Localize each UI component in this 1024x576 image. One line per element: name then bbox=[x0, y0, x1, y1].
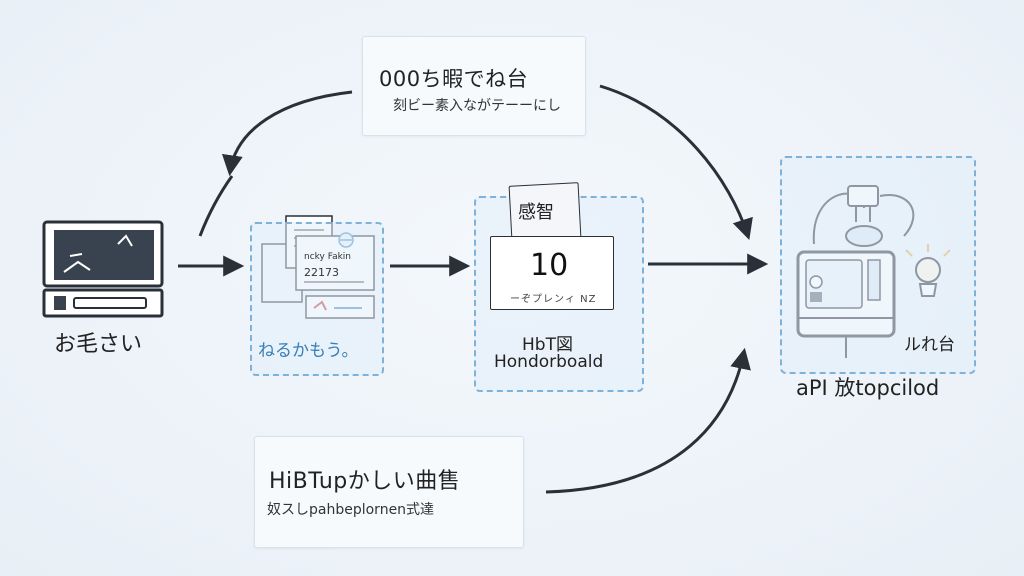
top-note-title: 000ち暇でね台 bbox=[379, 67, 529, 91]
document-text-line2: 22173 bbox=[304, 266, 339, 279]
arrow-topnote-to-device bbox=[221, 90, 353, 177]
api-label: aPI 放topcilod bbox=[796, 376, 940, 400]
top-note-subtitle: 刻ビー素入ながテーーにし bbox=[393, 98, 561, 114]
dashboard-label-line2: Hondorboald bbox=[494, 352, 604, 372]
line-device-to-topnote bbox=[198, 175, 234, 237]
dashboard-card bbox=[490, 236, 614, 310]
bottom-note-title: HiBTupかしい曲售 bbox=[269, 469, 461, 494]
documents-label: ねるかもう。 bbox=[258, 341, 359, 361]
api-node bbox=[780, 156, 976, 374]
device-icon bbox=[42, 220, 164, 318]
dashboard-label-line1: HbT図 bbox=[522, 335, 573, 355]
device-label: お毛さい bbox=[54, 332, 143, 357]
documents-node bbox=[250, 222, 384, 376]
dashboard-card-title: 感智 bbox=[518, 202, 554, 223]
document-text-line1: ncky Fakin bbox=[304, 252, 352, 262]
bottom-note-subtitle: 奴スしpahbeplornen式達 bbox=[267, 502, 435, 518]
api-side-label: ルれ台 bbox=[904, 335, 955, 355]
arrow-bottomnote-to-api bbox=[545, 347, 751, 494]
arrow-topnote-to-api bbox=[599, 84, 753, 240]
dashboard-card-caption: ーぞプレンィ NZ bbox=[510, 294, 597, 305]
bottom-note: HiBTupかしい曲售 奴スしpahbeplornen式達 bbox=[254, 436, 524, 548]
top-note: 000ち暇でね台 刻ビー素入ながテーーにし bbox=[362, 36, 586, 136]
dashboard-card-value: 10 bbox=[530, 248, 569, 283]
